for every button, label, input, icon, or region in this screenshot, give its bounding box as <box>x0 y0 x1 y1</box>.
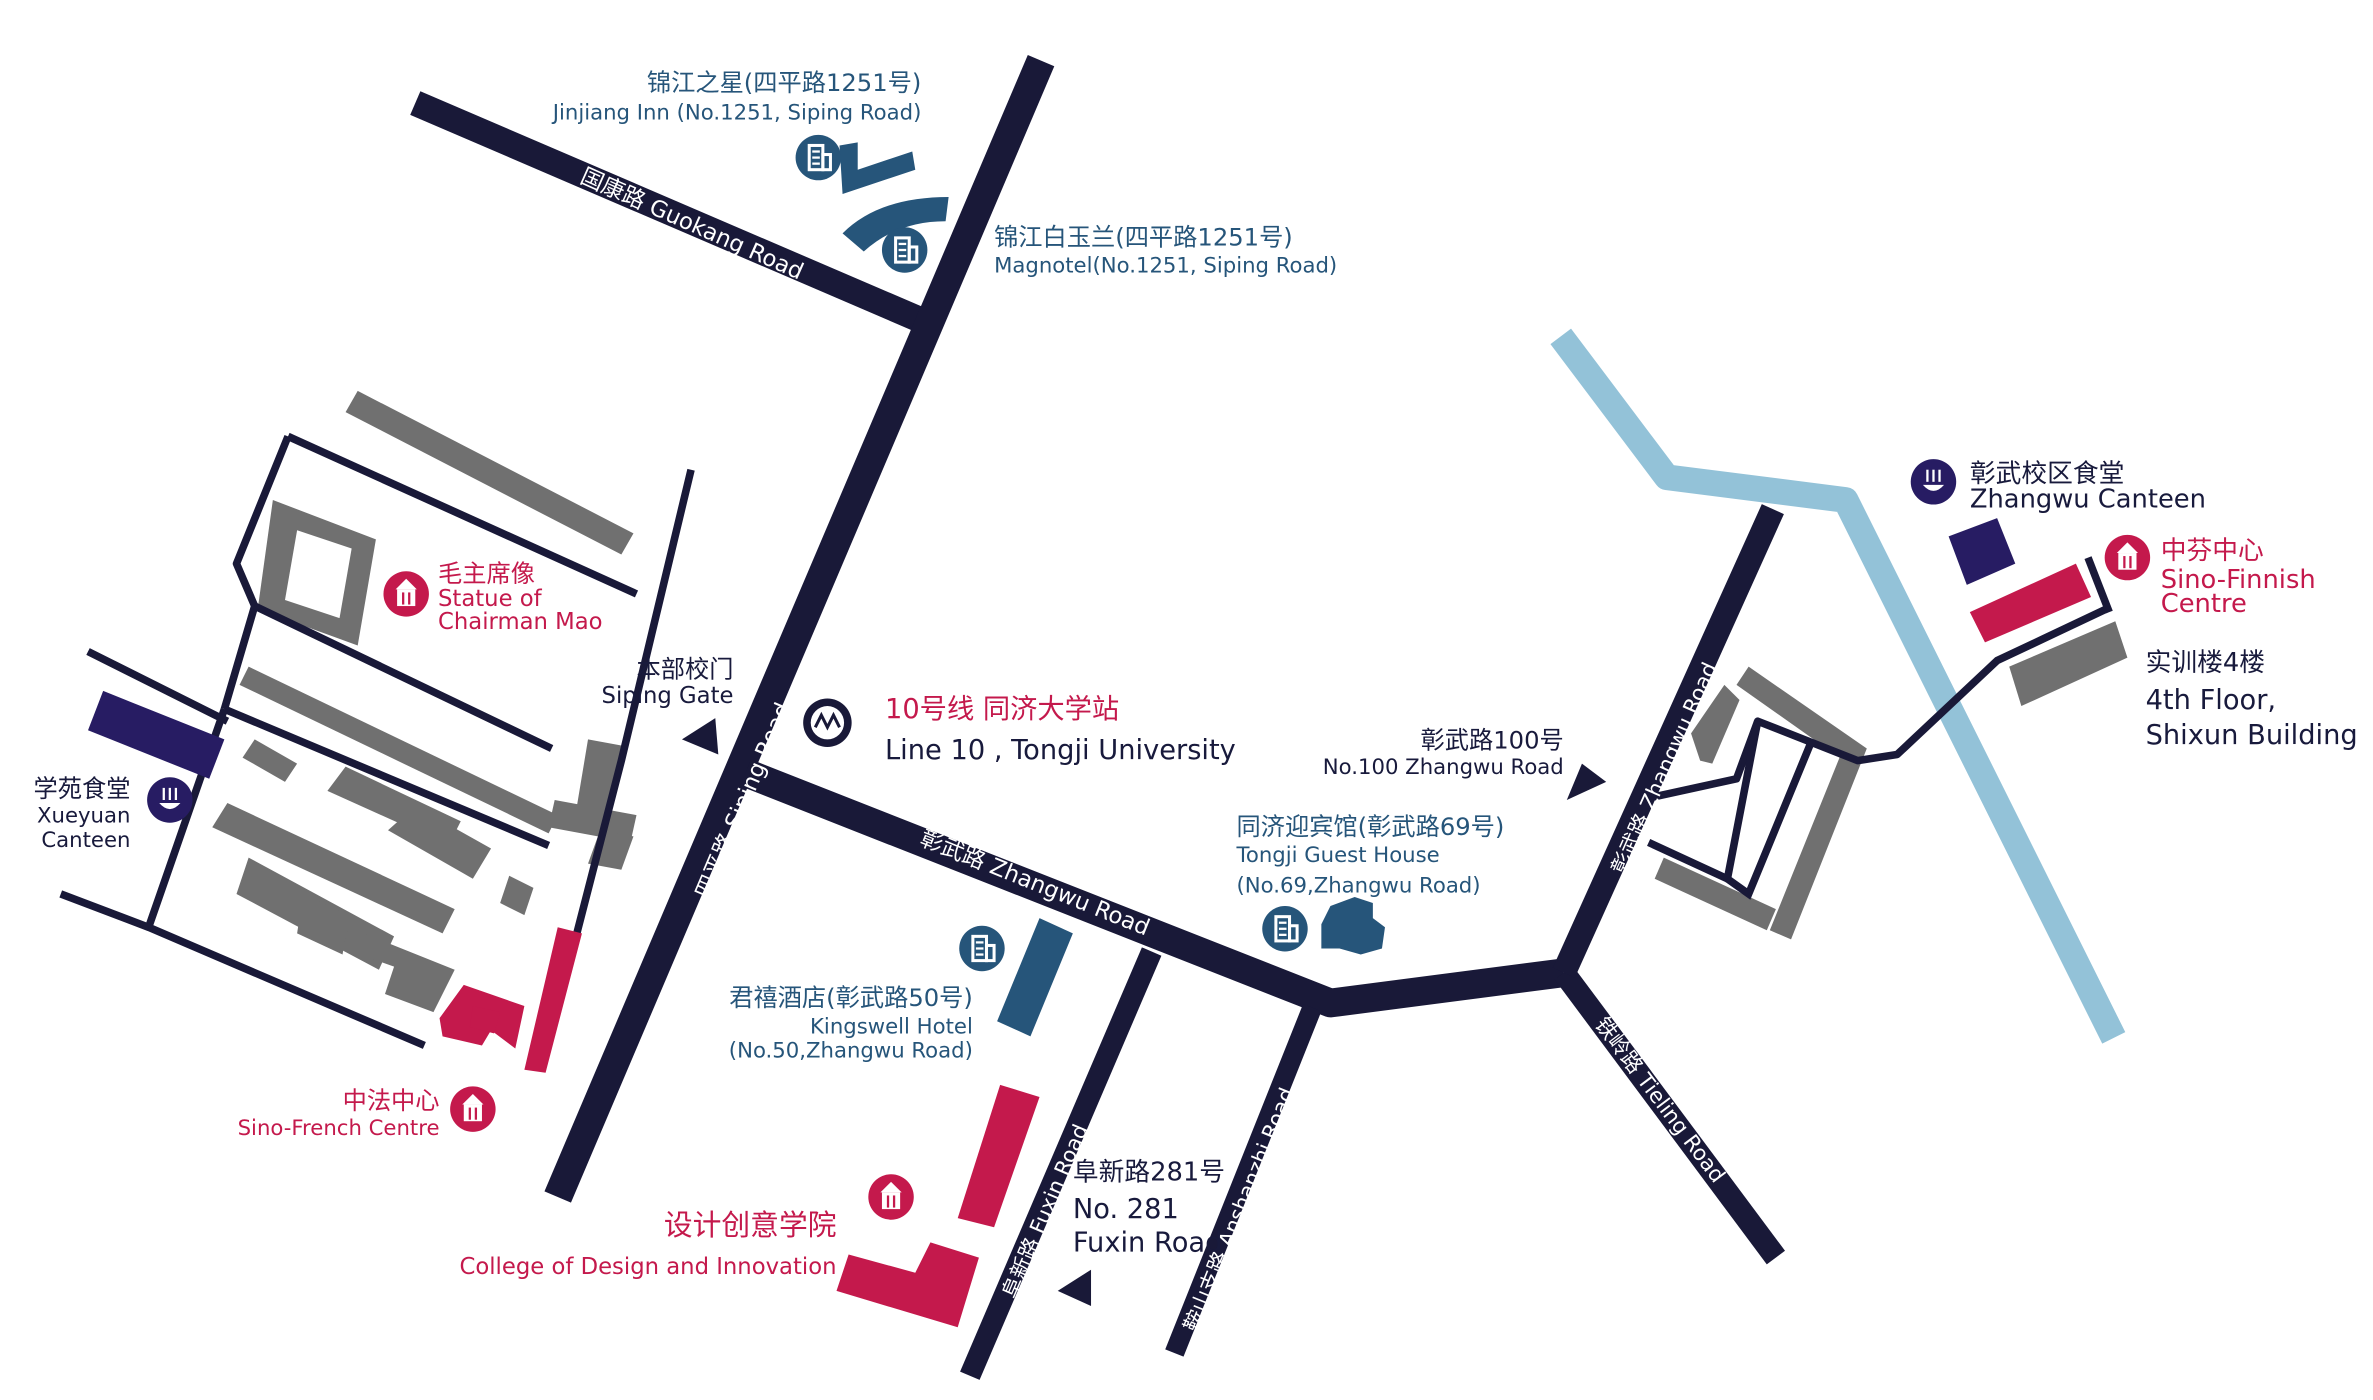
design-college-marker[interactable]: 设计创意学院 College of Design and Innovation <box>459 1173 915 1280</box>
anshanzhi-road <box>1165 1003 1322 1357</box>
west-campus-buildings <box>212 390 637 1013</box>
mao-statue-marker[interactable]: 毛主席像 Statue of Chairman Mao <box>382 559 603 635</box>
fuxin-281-marker[interactable]: 阜新路281号 No. 281 Fuxin Road <box>1057 1157 1225 1307</box>
landmark-icon <box>448 1085 497 1133</box>
hotel-buildings <box>839 142 1385 1037</box>
siping-gate-zh: 本部校门 <box>637 654 734 683</box>
zhangwu-road-main <box>740 759 1566 1018</box>
xueyuan-canteen-marker[interactable]: 学苑食堂 Xueyuan Canteen <box>34 774 194 853</box>
hotel-icon <box>957 924 1007 973</box>
siping-gate-marker[interactable]: 本部校门 Siping Gate <box>602 654 734 755</box>
shixun-building-marker[interactable]: 实训楼4楼 4th Floor, Shixun Building <box>2146 648 2358 751</box>
zhangwu-100-en: No.100 Zhangwu Road <box>1323 755 1564 780</box>
magnotel-en: Magnotel(No.1251, Siping Road) <box>994 254 1337 279</box>
zhangwu-100-zh: 彰武路100号 <box>1421 725 1564 754</box>
siping-gate-arrow-icon <box>681 718 719 755</box>
hotel-icon <box>1260 904 1310 954</box>
tieling-road <box>1554 965 1786 1265</box>
hotel-icon <box>794 133 843 182</box>
fuxin-281-en2: Fuxin Road <box>1073 1228 1223 1259</box>
road-label-anshanzhi: 鞍山支路 Anshanzhi Road <box>1179 1084 1300 1335</box>
kingswell-zh: 君禧酒店(彰武路50号) <box>729 983 973 1012</box>
zhangwu-road-east <box>1552 504 1784 978</box>
kingswell-en1: Kingswell Hotel <box>810 1014 973 1039</box>
canteen-icon <box>145 776 194 824</box>
fuxin-road <box>960 947 1162 1380</box>
design-college-zh: 设计创意学院 <box>664 1208 837 1242</box>
mao-statue-zh: 毛主席像 <box>438 559 535 588</box>
fuxin-281-arrow-icon <box>1057 1269 1092 1307</box>
landmark-icon <box>867 1173 915 1221</box>
guest-house-en2: (No.69,Zhangwu Road) <box>1237 873 1481 898</box>
siping-gate-en: Siping Gate <box>602 683 734 709</box>
guokang-road <box>410 91 936 337</box>
shixun-en1: 4th Floor, <box>2146 685 2276 716</box>
fuxin-281-zh: 阜新路281号 <box>1073 1157 1225 1187</box>
kingswell-marker[interactable]: 君禧酒店(彰武路50号) Kingswell Hotel (No.50,Zhan… <box>729 924 1007 1064</box>
xueyuan-canteen-en2: Canteen <box>41 828 130 853</box>
east-campus <box>1638 518 2128 940</box>
zhangwu-canteen-zh: 彰武校区食堂 <box>1970 459 2124 489</box>
guest-house-zh: 同济迎宾馆(彰武路69号) <box>1237 812 1505 841</box>
kingswell-en2: (No.50,Zhangwu Road) <box>729 1039 973 1064</box>
magnotel-marker[interactable]: 锦江白玉兰(四平路1251号) Magnotel(No.1251, Siping… <box>880 222 1337 279</box>
sino-finnish-zh: 中芬中心 <box>2161 536 2264 566</box>
landmark-icon <box>2103 533 2152 582</box>
sino-finnish-en2: Centre <box>2161 589 2247 619</box>
xueyuan-canteen-building <box>88 690 225 779</box>
sino-finnish-en1: Sino-Finnish <box>2161 565 2316 595</box>
metro-icon <box>803 698 852 747</box>
zhangwu-canteen-en: Zhangwu Canteen <box>1970 485 2206 515</box>
guest-house-en1: Tongji Guest House <box>1236 843 1440 868</box>
road-label-zhangwu-main: 彰武路 Zhangwu Road <box>916 825 1153 941</box>
sino-french-marker[interactable]: 中法中心 Sino-French Centre <box>238 1085 497 1141</box>
canteen-icon <box>1909 457 1958 506</box>
road-label-guokang: 国康路 Guokang Road <box>576 164 807 286</box>
zhangwu-canteen-marker[interactable]: 彰武校区食堂 Zhangwu Canteen <box>1909 457 2206 515</box>
hotel-icon <box>880 225 929 275</box>
metro-en: Line 10 , Tongji University <box>885 735 1236 766</box>
mao-statue-en1: Statue of <box>438 586 543 612</box>
fuxin-281-en1: No. 281 <box>1073 1194 1179 1225</box>
sino-finnish-marker[interactable]: 中芬中心 Sino-Finnish Centre <box>2103 533 2316 619</box>
guest-house-marker[interactable]: 同济迎宾馆(彰武路69号) Tongji Guest House (No.69,… <box>1236 812 1505 954</box>
xueyuan-canteen-en1: Xueyuan <box>37 804 130 829</box>
main-roads <box>410 54 1786 1380</box>
road-label-zhangwu-east: 彰武路 Zhangwu Road <box>1607 659 1723 878</box>
shixun-en2: Shixun Building <box>2146 720 2358 751</box>
magnotel-zh: 锦江白玉兰(四平路1251号) <box>994 222 1293 251</box>
highlight-buildings <box>439 927 1040 1328</box>
xueyuan-canteen-zh: 学苑食堂 <box>34 774 131 803</box>
mao-statue-en2: Chairman Mao <box>438 609 603 635</box>
sino-french-en: Sino-French Centre <box>238 1116 440 1141</box>
metro-zh: 10号线 同济大学站 <box>885 694 1119 725</box>
landmark-icon <box>382 570 431 618</box>
siping-road <box>544 54 1055 1203</box>
jinjiang-inn-zh: 锦江之星(四平路1251号) <box>647 68 921 97</box>
jinjiang-inn-marker[interactable]: 锦江之星(四平路1251号) Jinjiang Inn (No.1251, Si… <box>551 68 922 182</box>
zhangwu-100-marker[interactable]: 彰武路100号 No.100 Zhangwu Road <box>1323 725 1607 800</box>
road-label-tieling: 铁岭路 Tieling Road <box>1589 1013 1729 1188</box>
sino-french-zh: 中法中心 <box>343 1086 440 1115</box>
design-college-en: College of Design and Innovation <box>459 1254 836 1280</box>
shixun-zh: 实训楼4楼 <box>2146 648 2265 678</box>
zhangwu-100-arrow-icon <box>1566 763 1607 800</box>
metro-station-marker[interactable]: 10号线 同济大学站 Line 10 , Tongji University <box>803 694 1236 766</box>
river <box>1550 328 2126 1044</box>
jinjiang-inn-en: Jinjiang Inn (No.1251, Siping Road) <box>551 101 922 126</box>
